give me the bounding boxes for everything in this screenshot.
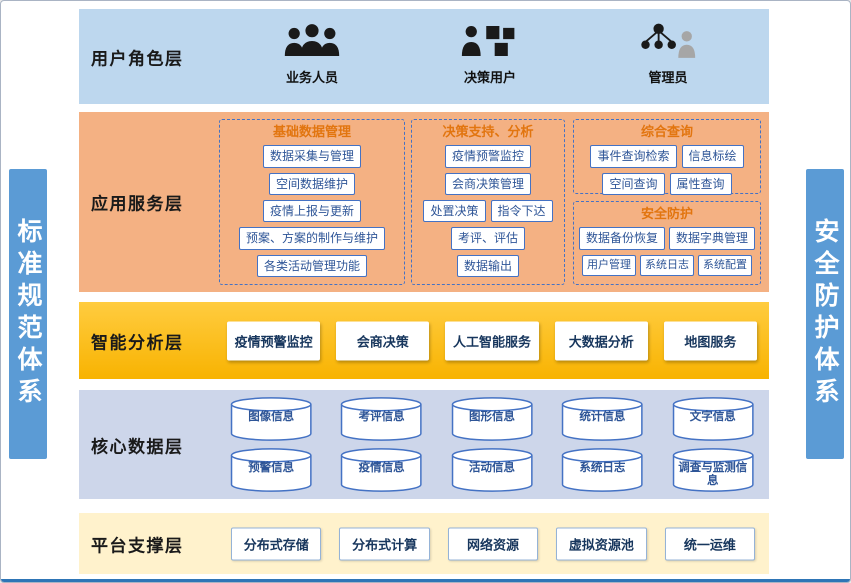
database-cylinder-icon (229, 397, 313, 441)
db-item: 图像信息 (229, 397, 313, 441)
analysis-item: 地图服务 (663, 321, 758, 360)
decision-users-icon (460, 22, 520, 60)
analysis-item: 疫情预警监控 (227, 321, 321, 360)
role-business-users: 业务人员 (247, 22, 377, 86)
app-item: 数据字典管理 (669, 227, 756, 250)
business-users-icon (282, 22, 342, 60)
user-role-layer: 用户角色层 业务人员 (79, 9, 769, 104)
db-label: 考评信息 (358, 411, 405, 423)
panel-comprehensive-query: 综合查询 事件查询检索 信息标绘 空间查询 属性查询 (573, 119, 761, 196)
database-cylinder-icon (560, 397, 644, 441)
app-item: 系统配置 (698, 254, 752, 276)
panel-title: 决策支持、分析 (442, 124, 534, 139)
panel-row: 用户管理 系统日志 系统配置 (582, 254, 752, 276)
database-cylinder-icon (339, 397, 423, 441)
analysis-item: 人工智能服务 (445, 321, 539, 360)
app-item: 考评、评估 (450, 227, 525, 250)
core-data-layer: 核心数据层 图像信息 考评信息 图形信息 统计信息 文字信息 (79, 390, 769, 499)
db-item: 调查与监测信息 (671, 448, 755, 492)
role-decision-users: 决策用户 (425, 22, 555, 86)
application-service-layer-title: 应用服务层 (91, 194, 184, 214)
database-cylinder-icon (560, 448, 644, 492)
panel-security-protection: 安全防护 数据备份恢复 数据字典管理 用户管理 系统日志 系统配置 (573, 201, 761, 285)
left-sidebar-standards-system: 标准规范体系 (9, 169, 47, 459)
database-cylinder-icon (671, 448, 755, 492)
application-service-layer: 应用服务层 基础数据管理 数据采集与管理 空间数据维护 疫情上报与更新 预案、方… (79, 112, 769, 292)
platform-item: 分布式计算 (339, 527, 430, 560)
platform-item: 虚拟资源池 (556, 527, 647, 560)
app-item: 信息标绘 (681, 145, 744, 168)
db-label: 预警信息 (248, 462, 295, 474)
db-label: 疫情信息 (358, 462, 405, 474)
panel-title: 基础数据管理 (272, 124, 351, 139)
app-item: 空间数据维护 (268, 172, 355, 196)
panel-title: 安全防护 (640, 206, 693, 221)
database-cylinder-icon (229, 448, 313, 492)
platform-support-layer-title: 平台支撑层 (91, 536, 184, 555)
db-label: 统计信息 (579, 411, 626, 423)
db-item: 考评信息 (339, 397, 423, 441)
db-label: 图形信息 (468, 411, 515, 423)
database-cylinder-icon (450, 397, 534, 441)
app-item: 预案、方案的制作与维护 (238, 227, 385, 250)
database-grid: 图像信息 考评信息 图形信息 统计信息 文字信息 预警信息 (229, 397, 755, 492)
app-item: 会商决策管理 (444, 172, 531, 196)
app-item: 处置决策 (423, 200, 486, 223)
app-item: 用户管理 (582, 254, 636, 276)
panel-decision-support-analysis: 决策支持、分析 疫情预警监控 会商决策管理 处置决策 指令下达 考评、评估 数据… (411, 119, 565, 285)
panel-row: 处置决策 指令下达 (423, 200, 553, 223)
db-item: 预警信息 (229, 448, 313, 492)
database-cylinder-icon (671, 397, 755, 441)
role-label: 业务人员 (285, 69, 338, 85)
db-item: 活动信息 (450, 448, 534, 492)
panel-basic-data-management: 基础数据管理 数据采集与管理 空间数据维护 疫情上报与更新 预案、方案的制作与维… (219, 119, 405, 285)
role-label: 决策用户 (463, 69, 516, 85)
app-item: 空间查询 (602, 172, 665, 196)
analysis-item: 会商决策 (336, 321, 430, 360)
db-label: 活动信息 (468, 462, 515, 474)
platform-item: 分布式存储 (231, 527, 322, 560)
app-item: 事件查询检索 (590, 145, 677, 168)
platform-item: 统一运维 (664, 527, 756, 560)
intelligent-analysis-layer-title: 智能分析层 (91, 333, 184, 352)
panel-title: 综合查询 (640, 124, 693, 139)
analysis-item: 大数据分析 (554, 321, 648, 360)
db-item: 统计信息 (560, 397, 644, 441)
platform-item: 网络资源 (447, 527, 539, 560)
db-item: 图形信息 (450, 397, 534, 441)
db-item: 系统日志 (560, 448, 644, 492)
db-label: 文字信息 (689, 411, 736, 423)
app-item: 数据输出 (456, 254, 519, 278)
role-label: 管理员 (648, 69, 688, 85)
right-sidebar-security-system: 安全防护体系 (806, 169, 844, 459)
db-item: 文字信息 (671, 397, 755, 441)
db-label: 调查与监测信息 (678, 462, 748, 488)
role-admin: 管理员 (603, 22, 733, 86)
core-data-layer-title: 核心数据层 (91, 437, 184, 456)
app-item: 属性查询 (669, 172, 732, 196)
platform-items-row: 分布式存储 分布式计算 网络资源 虚拟资源池 统一运维 (231, 527, 756, 560)
app-item: 指令下达 (490, 200, 553, 223)
db-item: 疫情信息 (339, 448, 423, 492)
intelligent-analysis-layer: 智能分析层 疫情预警监控 会商决策 人工智能服务 大数据分析 地图服务 (79, 302, 769, 379)
app-item: 系统日志 (640, 254, 694, 276)
panel-row: 数据备份恢复 数据字典管理 (578, 227, 756, 250)
admin-user-icon (638, 22, 698, 60)
app-item: 疫情上报与更新 (262, 200, 361, 223)
app-item: 数据备份恢复 (578, 227, 665, 250)
bottom-accent-line (1, 579, 850, 582)
database-cylinder-icon (339, 448, 423, 492)
db-label: 系统日志 (579, 462, 626, 474)
analysis-items-row: 疫情预警监控 会商决策 人工智能服务 大数据分析 地图服务 (227, 321, 758, 360)
platform-support-layer: 平台支撑层 分布式存储 分布式计算 网络资源 虚拟资源池 统一运维 (79, 513, 769, 574)
app-item: 数据采集与管理 (262, 145, 361, 168)
database-cylinder-icon (450, 448, 534, 492)
roles-row: 业务人员 决策用户 (247, 9, 733, 98)
user-role-layer-title: 用户角色层 (91, 49, 184, 68)
panel-row: 事件查询检索 信息标绘 (590, 145, 744, 168)
panel-row: 空间查询 属性查询 (602, 172, 732, 196)
app-item: 疫情预警监控 (444, 145, 531, 168)
app-item: 各类活动管理功能 (256, 254, 367, 278)
db-label: 图像信息 (248, 411, 295, 423)
